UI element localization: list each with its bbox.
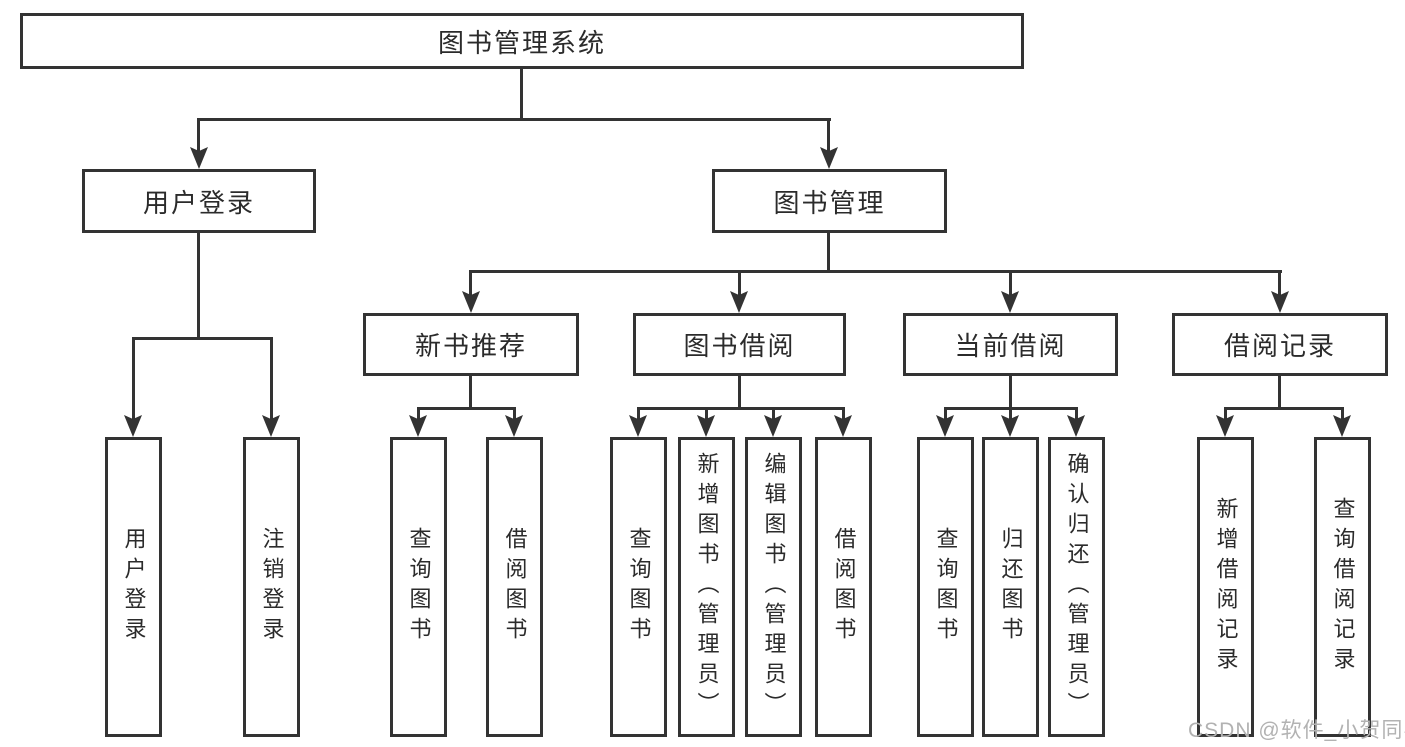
node-book-borrow-label: 图书借阅 xyxy=(683,331,796,361)
connector-user-login-stem xyxy=(197,233,200,337)
connector-leaf-add-record-drop xyxy=(1224,407,1227,420)
connector-leaf-borrow-recommend-drop xyxy=(513,407,516,420)
connector-leaf-query-current-drop xyxy=(944,407,947,420)
node-current-borrow: 当前借阅 xyxy=(903,313,1118,376)
node-current-borrow-label: 当前借阅 xyxy=(954,331,1067,361)
leaf-confirm-return-admin: 确认归还（管理员） xyxy=(1048,437,1105,737)
connector-user-login-drop xyxy=(197,118,200,152)
connector-current-borrow-stem xyxy=(1009,376,1012,407)
connector-book-management-drop xyxy=(827,118,830,152)
leaf-query-books-current-label: 查询图书 xyxy=(933,527,959,647)
connector-leaf-query-recommend-drop xyxy=(417,407,420,420)
connector-borrow-records-drop xyxy=(1278,270,1281,296)
leaf-add-book-admin: 新增图书（管理员） xyxy=(678,437,735,737)
leaf-borrow-books-borrow-label: 借阅图书 xyxy=(831,527,857,647)
connector-new-book-recommend-rail xyxy=(417,407,516,410)
connector-borrow-records-rail xyxy=(1224,407,1344,410)
leaf-edit-book-admin: 编辑图书（管理员） xyxy=(745,437,802,737)
leaf-query-books-borrow: 查询图书 xyxy=(610,437,667,737)
node-book-management-label: 图书管理 xyxy=(773,187,886,218)
leaf-query-borrow-record-label: 查询借阅记录 xyxy=(1330,497,1356,677)
leaf-query-books-current: 查询图书 xyxy=(917,437,974,737)
leaf-edit-book-admin-label: 编辑图书（管理员） xyxy=(761,452,787,722)
node-borrow-records-label: 借阅记录 xyxy=(1223,331,1336,361)
node-root-label: 图书管理系统 xyxy=(437,27,606,58)
leaf-query-borrow-record: 查询借阅记录 xyxy=(1314,437,1371,737)
node-new-book-recommend: 新书推荐 xyxy=(363,313,579,376)
leaf-logout: 注销登录 xyxy=(243,437,300,737)
leaf-return-book-label: 归还图书 xyxy=(998,527,1024,647)
csdn-watermark: CSDN @软件_小贺同学 xyxy=(1188,719,1405,742)
connector-book-borrow-stem xyxy=(738,376,741,407)
node-user-login-label: 用户登录 xyxy=(142,187,255,218)
node-book-borrow: 图书借阅 xyxy=(633,313,846,376)
connector-leaf-add-book-drop xyxy=(705,407,708,420)
connector-new-book-recommend-drop xyxy=(469,270,472,296)
leaf-user-login-label: 用户登录 xyxy=(121,527,147,647)
node-new-book-recommend-label: 新书推荐 xyxy=(414,331,527,361)
leaf-add-book-admin-label: 新增图书（管理员） xyxy=(694,452,720,722)
leaf-query-books-borrow-label: 查询图书 xyxy=(626,527,652,647)
leaf-return-book: 归还图书 xyxy=(982,437,1039,737)
connector-leaf-confirm-return-drop xyxy=(1075,407,1078,420)
connector-leaf-query-record-drop xyxy=(1341,407,1344,420)
leaf-add-borrow-record-label: 新增借阅记录 xyxy=(1213,497,1239,677)
node-root: 图书管理系统 xyxy=(20,13,1024,69)
connector-borrow-records-stem xyxy=(1278,376,1281,407)
connector-book-management-stem xyxy=(827,233,830,270)
connector-level3-rail xyxy=(469,270,1282,273)
connector-leaf-edit-book-drop xyxy=(772,407,775,420)
connector-leaf-borrow-book-drop xyxy=(842,407,845,420)
connector-current-borrow-drop xyxy=(1009,270,1012,296)
connector-leaf-query-borrow-drop xyxy=(637,407,640,420)
connector-book-borrow-drop xyxy=(738,270,741,296)
node-user-login: 用户登录 xyxy=(82,169,316,233)
node-book-management: 图书管理 xyxy=(712,169,947,233)
connector-book-borrow-rail xyxy=(637,407,845,410)
leaf-borrow-books-borrow: 借阅图书 xyxy=(815,437,872,737)
connector-leaf-user-login-drop xyxy=(132,337,135,420)
leaf-logout-label: 注销登录 xyxy=(259,527,285,647)
connector-new-book-recommend-stem xyxy=(469,376,472,407)
leaf-user-login: 用户登录 xyxy=(105,437,162,737)
node-borrow-records: 借阅记录 xyxy=(1172,313,1388,376)
connector-leaf-logout-drop xyxy=(270,337,273,420)
connector-user-login-rail xyxy=(132,337,273,340)
leaf-borrow-books-recommend: 借阅图书 xyxy=(486,437,543,737)
connector-leaf-return-book-drop xyxy=(1009,407,1012,420)
leaf-query-books-recommend-label: 查询图书 xyxy=(406,527,432,647)
connector-root-stem xyxy=(520,69,523,118)
leaf-confirm-return-admin-label: 确认归还（管理员） xyxy=(1064,452,1090,722)
leaf-borrow-books-recommend-label: 借阅图书 xyxy=(502,527,528,647)
connector-level2-rail xyxy=(197,118,831,121)
leaf-query-books-recommend: 查询图书 xyxy=(390,437,447,737)
leaf-add-borrow-record: 新增借阅记录 xyxy=(1197,437,1254,737)
